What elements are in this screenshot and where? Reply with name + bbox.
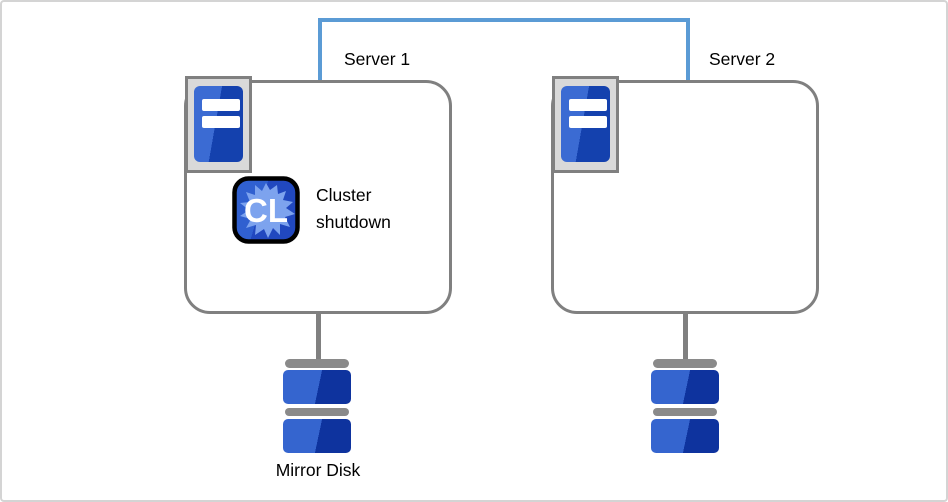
server-drive-slot: [202, 116, 240, 128]
disk-cap: [285, 359, 349, 368]
disk-platter: [283, 370, 351, 404]
server2-label: Server 2: [709, 49, 776, 69]
disk-platter: [651, 370, 719, 404]
interconnect-link-drop-server1: [318, 18, 322, 80]
cluster-shutdown-caption-line1: Cluster: [316, 185, 372, 205]
server1-tower-icon: [185, 76, 252, 173]
disk-platter: [651, 419, 719, 453]
server1-disk-connector: [316, 313, 321, 361]
disk-platter: [283, 419, 351, 453]
cluster-shutdown-caption: Cluster shutdown: [316, 182, 391, 236]
disk-separator: [653, 408, 717, 416]
interconnect-link-drop-server2: [686, 18, 690, 80]
server-drive-slot: [569, 116, 607, 128]
server1-mirror-disk-icon: [283, 359, 351, 453]
disk-cap: [653, 359, 717, 368]
cluster-cl-icon: CL: [232, 176, 300, 244]
mirror-disk-label: Mirror Disk: [275, 460, 361, 480]
disk-separator: [285, 408, 349, 416]
cluster-splat-shape: [240, 183, 295, 238]
server-drive-slot: [202, 99, 240, 111]
server2-tower-icon: [552, 76, 619, 173]
interconnect-link-horizontal: [318, 18, 690, 22]
server-tower-shape: [561, 86, 610, 162]
cluster-shutdown-caption-line2: shutdown: [316, 212, 391, 232]
cl-icon-text: CL: [244, 192, 288, 229]
server2-disk-connector: [683, 313, 688, 361]
server1-label: Server 1: [344, 49, 411, 69]
server2-mirror-disk-icon: [651, 359, 719, 453]
server-drive-slot: [569, 99, 607, 111]
server-tower-shape: [194, 86, 243, 162]
